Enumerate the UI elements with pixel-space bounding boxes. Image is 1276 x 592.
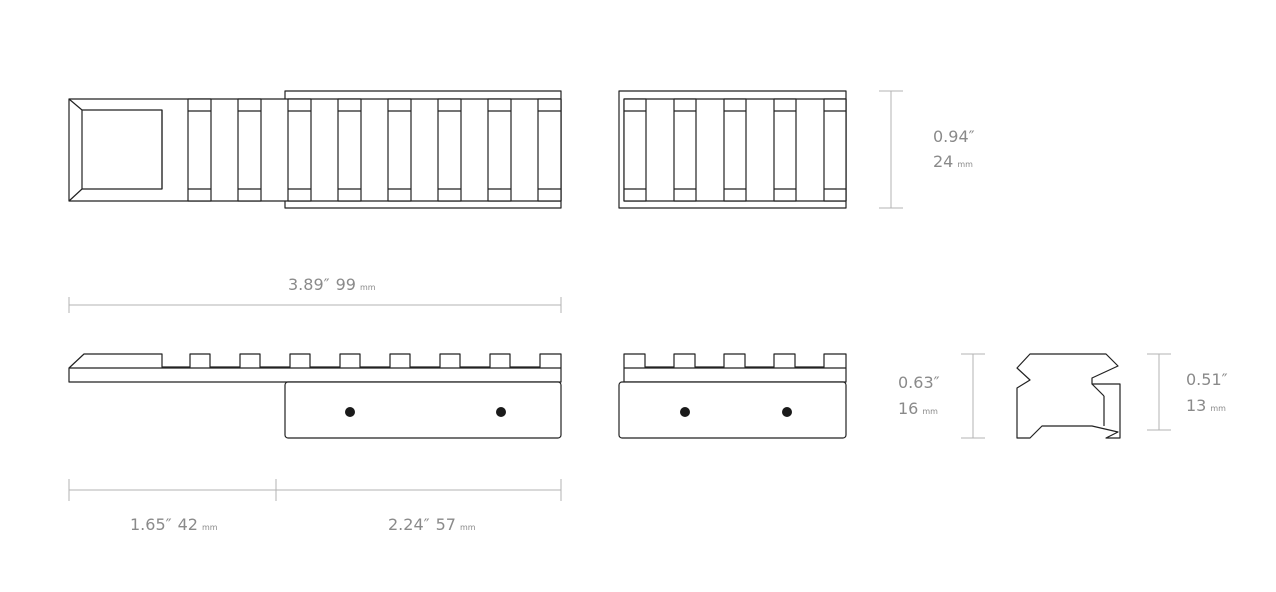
screw-hole	[680, 407, 690, 417]
top-slots	[187, 98, 562, 202]
bevel-inner	[81, 109, 163, 190]
rail-slot	[723, 98, 747, 202]
side-view-long-rail	[68, 353, 562, 439]
rail-slot	[437, 98, 462, 202]
mount-base	[284, 381, 562, 439]
top-view-short-base	[618, 90, 847, 209]
screw-hole	[345, 407, 355, 417]
rail-slot	[287, 98, 312, 202]
end-view-profile	[1016, 353, 1121, 439]
base-height-inch-label: 0.51″	[1186, 370, 1228, 389]
rail-slot	[773, 98, 797, 202]
rail-slot	[387, 98, 412, 202]
side-view-short-base	[618, 353, 847, 439]
rail-slot	[673, 98, 697, 202]
rail-slot	[623, 98, 647, 202]
rail-slot	[237, 98, 262, 202]
screw-hole	[496, 407, 506, 417]
screw-hole	[782, 407, 792, 417]
top-view-long-rail	[68, 90, 562, 209]
width-inch-label: 0.94″	[933, 127, 975, 146]
short-top-slots	[623, 98, 847, 202]
rail-slot	[823, 98, 847, 202]
total-height-inch-label: 0.63″	[898, 373, 940, 392]
end-profile-outline	[1016, 353, 1121, 439]
rail-slot	[337, 98, 362, 202]
rail-slot	[487, 98, 512, 202]
rail-slot	[187, 98, 212, 202]
rail-slot	[537, 98, 562, 202]
short-mount-base	[618, 381, 847, 439]
